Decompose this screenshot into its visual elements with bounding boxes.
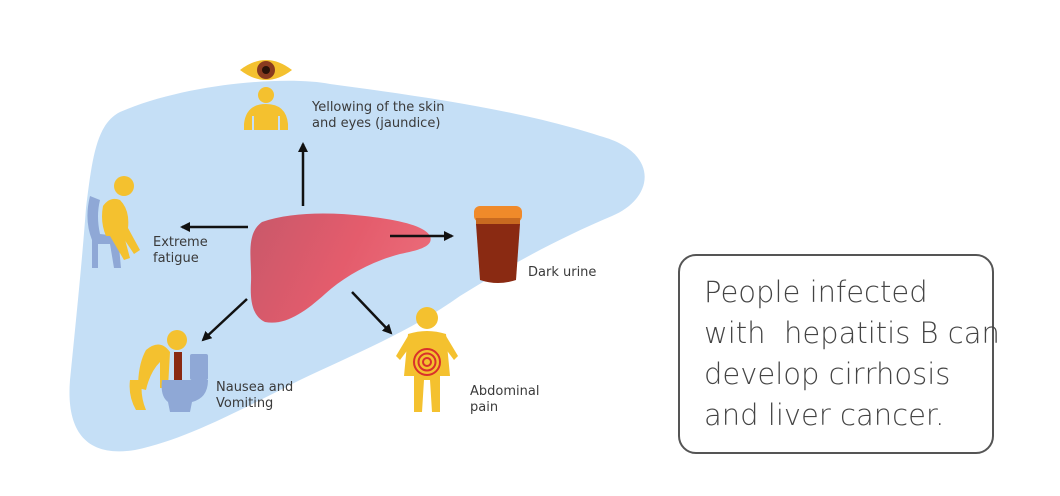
- arrow-to-nausea: [201, 298, 248, 342]
- nausea-vomiting-figure-icon: [129, 330, 208, 412]
- abdominal-pain-figure-icon: [396, 307, 458, 412]
- dark-urine-label: Dark urine: [528, 265, 596, 281]
- dark-urine-glass-icon: [474, 206, 522, 283]
- callout-line-3: develop cirrhosis: [704, 357, 951, 391]
- abdominal-pain-label-line2: pain: [470, 400, 499, 415]
- callout-line-2: with hepatitis B can: [704, 316, 1000, 350]
- callout-text: People infected with hepatitis B can dev…: [704, 272, 1000, 436]
- liver-illustration: [250, 213, 431, 323]
- callout-line-1: People infected: [704, 275, 928, 309]
- jaundice-label-line1: Yellowing of the skin: [312, 100, 445, 115]
- jaundice-figure-icon: [240, 60, 292, 130]
- nausea-label-line1: Nausea and: [216, 380, 294, 395]
- callout-box: People infected with hepatitis B can dev…: [678, 254, 1000, 454]
- fatigue-label: Extreme fatigue: [153, 235, 208, 267]
- arrow-to-abdominal-pain: [351, 291, 393, 335]
- jaundice-label-line2: and eyes (jaundice): [312, 116, 441, 131]
- abdominal-pain-label: Abdominal pain: [470, 384, 539, 416]
- abdominal-pain-label-line1: Abdominal: [470, 384, 540, 399]
- fatigue-label-line2: fatigue: [153, 251, 199, 266]
- nausea-label-line2: Vomiting: [216, 396, 274, 411]
- nausea-label: Nausea and Vomiting: [216, 380, 293, 412]
- callout-line-4: and liver cancer.: [704, 398, 945, 432]
- fatigue-figure-icon: [87, 176, 140, 268]
- jaundice-label: Yellowing of the skin and eyes (jaundice…: [312, 100, 445, 132]
- dark-urine-label-line1: Dark urine: [528, 265, 597, 280]
- fatigue-label-line1: Extreme: [153, 235, 208, 250]
